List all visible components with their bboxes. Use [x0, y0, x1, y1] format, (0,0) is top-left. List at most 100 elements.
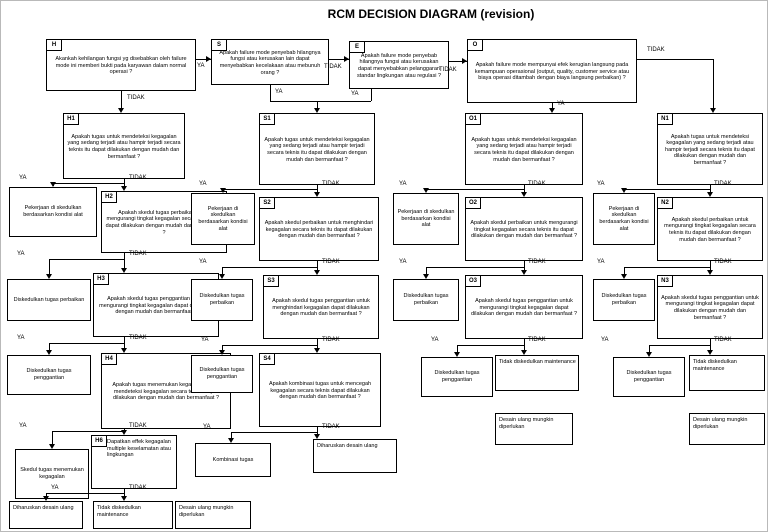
outcome-tugas-penggantian-o: Diskedulkan tugas penggantian — [421, 357, 493, 397]
ya-label: YA — [399, 259, 407, 265]
outcome-kombinasi-tugas-s: Kombinasi tugas — [195, 443, 271, 477]
connector-line — [124, 493, 125, 497]
tidak-label: TIDAK — [129, 251, 147, 257]
outcome-skedul-menemukan-h: Skedul tugas menemukan kegagalan — [15, 449, 89, 499]
connector-line — [524, 261, 525, 267]
connector-line — [231, 432, 232, 438]
connector-line — [317, 261, 318, 267]
connector-line — [317, 185, 318, 189]
connector-line — [222, 345, 317, 346]
box-text-n2: Apakah skedul perbaikan untuk mengurangi… — [664, 216, 756, 243]
connector-line — [457, 345, 458, 352]
arrowhead-down-icon — [118, 108, 124, 113]
ya-label: YA — [601, 337, 609, 343]
arrowhead-down-icon — [314, 108, 320, 113]
tidak-label: TIDAK — [129, 175, 147, 181]
connector-line — [457, 345, 524, 346]
arrowhead-down-icon — [423, 188, 429, 193]
connector-line — [124, 259, 125, 269]
ya-label: YA — [431, 337, 439, 343]
box-code-h3: H3 — [93, 273, 109, 285]
ya-label: YA — [557, 101, 565, 107]
connector-line — [371, 89, 372, 101]
connector-line — [317, 427, 318, 432]
connector-line — [426, 267, 524, 268]
box-text-h3: Apakah skedul tugas penggantian untuk me… — [99, 296, 213, 316]
connector-line — [710, 261, 711, 267]
arrowhead-down-icon — [423, 274, 429, 279]
box-text-s2: Apakah skedul perbaikan untuk menghindar… — [264, 220, 374, 240]
decision-box-s1: S1 Apakah tugas untuk mendeteksi kegagal… — [259, 113, 375, 185]
connector-line — [317, 432, 318, 435]
decision-box-s: S Apakah failure mode penyebab hilangnya… — [211, 39, 329, 85]
box-text-e: Apakah failure mode penyebab hilangnya f… — [356, 52, 442, 79]
connector-line — [52, 431, 53, 444]
connector-line — [710, 267, 711, 271]
connector-line — [223, 189, 317, 190]
arrowhead-down-icon — [219, 274, 225, 279]
box-code-o: O — [467, 39, 483, 51]
connector-line — [710, 189, 711, 193]
box-text: Diskedulkan tugas perbaikan — [199, 293, 245, 306]
connector-line — [270, 85, 271, 101]
tidak-label: TIDAK — [322, 259, 340, 265]
connector-line — [317, 339, 318, 345]
box-code-h1: H1 — [63, 113, 79, 125]
box-code-h6: H6 — [91, 435, 107, 447]
decision-box-h: H Akankah kehilangan fungsi yg disebabka… — [46, 39, 196, 91]
connector-line — [222, 267, 223, 274]
connector-line — [196, 59, 211, 60]
outcome-desain-mungkin-n: Desain ulang mungkin diperlukan — [689, 413, 765, 445]
box-text-s1: Apakah tugas untuk mendeteksi kegagalan … — [264, 136, 370, 163]
tidak-label: TIDAK — [322, 424, 340, 430]
connector-line — [222, 345, 223, 350]
box-code-e: E — [349, 41, 365, 53]
ya-label: YA — [51, 485, 59, 491]
outcome-tugas-perbaikan-h: Diskedulkan tugas perbaikan — [7, 279, 91, 321]
arrowhead-down-icon — [521, 270, 527, 275]
box-text: Tidak diskedulkan maintenance — [97, 505, 141, 518]
decision-box-o2: O2 Apakah skedul perbaikan untuk mengura… — [465, 197, 583, 261]
ya-label: YA — [351, 91, 359, 97]
box-text-o1: Apakah tugas untuk mendeteksi kegagalan … — [471, 136, 577, 163]
connector-line — [317, 345, 318, 349]
connector-line — [713, 59, 714, 109]
ya-label: YA — [17, 335, 25, 341]
connector-line — [552, 103, 553, 109]
box-text: Diskedulkan tugas penggantian — [26, 368, 72, 381]
connector-line — [624, 267, 625, 274]
connector-line — [649, 345, 710, 346]
box-text: Tidak diskedulkan maintenance — [693, 359, 737, 372]
outcome-pekerjaan-kondisi-o: Pekerjaan di skedulkan berdasarkan kondi… — [393, 193, 459, 245]
box-text: Kombinasi tugas — [212, 456, 254, 463]
box-text-o2: Apakah skedul perbaikan untuk mengurangi… — [470, 220, 578, 240]
box-code-o1: O1 — [465, 113, 481, 125]
ya-label: YA — [17, 251, 25, 257]
arrowhead-down-icon — [314, 192, 320, 197]
connector-line — [49, 343, 124, 344]
box-code-s4: S4 — [259, 353, 275, 365]
box-code-h2: H2 — [101, 191, 117, 203]
connector-line — [329, 59, 349, 60]
box-text: Skedul tugas menemukan kegagalan — [20, 467, 84, 480]
box-code-h: H — [46, 39, 62, 51]
arrowhead-down-icon — [219, 350, 225, 355]
box-text-o3: Apakah skedul tugas penggantian untuk me… — [470, 298, 578, 318]
decision-box-n1: N1 Apakah tugas untuk mendeteksi kegagal… — [657, 113, 763, 185]
box-text: Diskedulkan tugas penggantian — [626, 370, 672, 383]
connector-line — [524, 185, 525, 189]
box-text: Diskedulkan tugas perbaikan — [403, 293, 449, 306]
arrowhead-down-icon — [521, 350, 527, 355]
tidak-label: TIDAK — [714, 259, 732, 265]
arrowhead-down-icon — [314, 434, 320, 439]
connector-line — [710, 345, 711, 351]
ya-label: YA — [19, 423, 27, 429]
connector-line — [231, 432, 317, 433]
ya-label: YA — [399, 181, 407, 187]
box-text-n1: Apakah tugas untuk mendeteksi kegagalan … — [665, 133, 755, 166]
connector-line — [317, 189, 318, 193]
connector-line — [524, 267, 525, 271]
outcome-tugas-penggantian-n: Diskedulkan tugas penggantian — [613, 357, 685, 397]
connector-line — [624, 267, 710, 268]
